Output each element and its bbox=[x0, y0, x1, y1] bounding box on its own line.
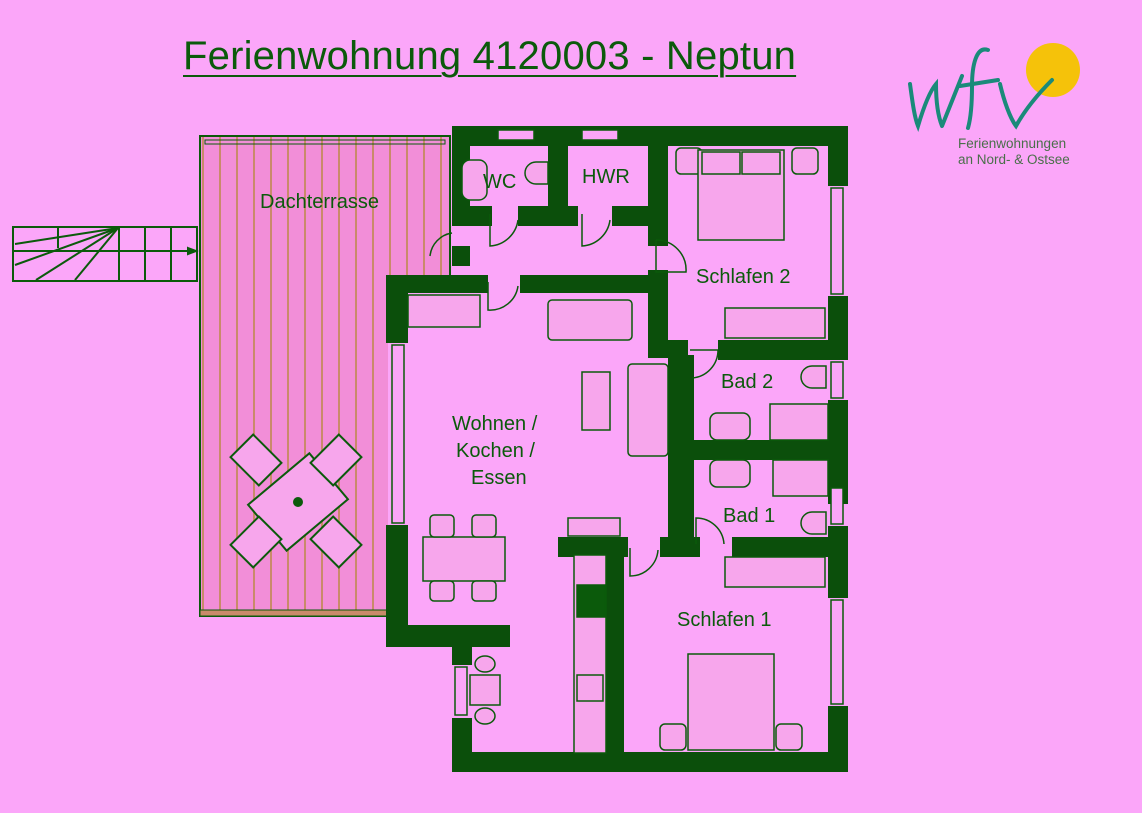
company-logo: Ferienwohnungen an Nord- & Ostsee bbox=[900, 36, 1090, 176]
windows bbox=[391, 129, 844, 716]
furniture bbox=[407, 147, 829, 754]
room-label-bedroom1: Schlafen 1 bbox=[677, 609, 772, 631]
logo-tagline-2: an Nord- & Ostsee bbox=[958, 152, 1070, 167]
room-label-terrace: Dachterrasse bbox=[260, 191, 379, 213]
wfv-logo-icon bbox=[908, 43, 1080, 133]
staircase bbox=[12, 226, 199, 282]
room-label-wc: WC bbox=[483, 171, 516, 193]
room-label-bath1: Bad 1 bbox=[723, 505, 775, 527]
room-label-hwr: HWR bbox=[582, 166, 630, 188]
room-label-living-1: Wohnen / bbox=[452, 413, 538, 435]
room-label-living-3: Essen bbox=[471, 467, 527, 489]
doors bbox=[429, 214, 725, 577]
room-label-bedroom2: Schlafen 2 bbox=[696, 266, 791, 288]
page-title: Ferienwohnung 4120003 - Neptun bbox=[183, 34, 797, 78]
room-label-bath2: Bad 2 bbox=[721, 371, 773, 393]
walls bbox=[386, 126, 848, 772]
room-label-living-2: Kochen / bbox=[456, 440, 535, 462]
terrace-table-set bbox=[229, 433, 363, 569]
logo-tagline-1: Ferienwohnungen bbox=[958, 136, 1067, 151]
